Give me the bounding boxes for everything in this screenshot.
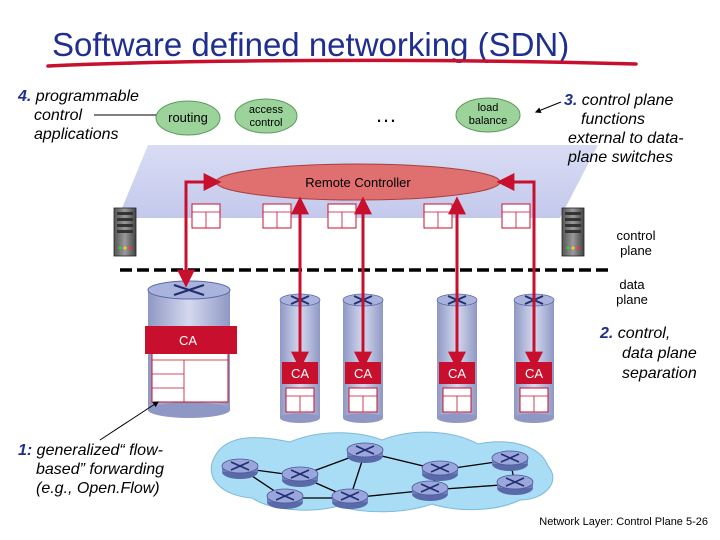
svg-text:CA: CA	[354, 366, 372, 381]
router-icon	[421, 460, 459, 482]
router-icon	[496, 474, 534, 496]
page-title: Software defined networking (SDN)	[52, 26, 569, 63]
svg-text:access: access	[249, 104, 284, 116]
svg-text:CA: CA	[525, 366, 543, 381]
router-icon	[221, 458, 259, 480]
server-left-icon	[113, 207, 137, 257]
data-plane-label-1: data	[619, 277, 645, 292]
svg-text:Remote Controller: Remote Controller	[305, 175, 411, 190]
annotation-1-line1: 1: generalized“ flow-	[18, 442, 163, 459]
annotation-3-line1: 3. control plane	[564, 92, 674, 109]
router-icon	[346, 442, 384, 464]
annotation-1-leader	[99, 401, 160, 441]
footer-page-info: Network Layer: Control Plane 5-26	[539, 516, 708, 528]
annotation-4-line3: applications	[34, 126, 119, 143]
switch-big	[147, 280, 231, 418]
app-ellipsis: …	[375, 102, 397, 127]
server-right-icon	[561, 207, 585, 257]
router-icon	[266, 488, 304, 510]
annotation-3-line2: functions	[581, 111, 645, 128]
controller-switch-arrows	[177, 173, 543, 370]
svg-text:CA: CA	[179, 333, 197, 348]
app-access-control: access control	[234, 98, 298, 134]
annotation-2-line2: data plane	[622, 345, 697, 362]
data-plane-label-2: plane	[616, 292, 648, 307]
app-load-balance: load balance	[455, 97, 521, 133]
router-icon	[491, 450, 529, 472]
annotation-4-line2: control	[34, 107, 82, 124]
title-underline	[46, 58, 638, 68]
network-cloud	[210, 431, 554, 513]
router-icon	[331, 488, 369, 510]
svg-text:load: load	[478, 102, 499, 114]
annotation-1-line3: (e.g., Open.Flow)	[36, 480, 160, 497]
svg-text:routing: routing	[168, 110, 208, 125]
svg-text:control: control	[249, 117, 282, 129]
annotation-4-line1: 4. programmable	[17, 88, 139, 105]
annotation-3-line3: external to data-	[568, 130, 684, 147]
control-plane-label-2: plane	[620, 243, 652, 258]
annotation-2-line1: 2. control,	[599, 325, 670, 342]
remote-controller: Remote Controller	[215, 163, 501, 201]
router-icon	[281, 466, 319, 488]
annotation-3-line4: plane switches	[567, 149, 673, 166]
svg-text:CA: CA	[448, 366, 466, 381]
annotation-3-leader	[534, 101, 562, 114]
ca-agent-big: CA	[145, 326, 237, 354]
svg-text:CA: CA	[291, 366, 309, 381]
svg-text:balance: balance	[469, 115, 508, 127]
router-icon	[411, 480, 449, 502]
control-plane-label-1: control	[616, 228, 655, 243]
annotation-2-line3: separation	[622, 365, 697, 382]
annotation-1-line2: based” forwarding	[36, 461, 164, 478]
app-routing: routing	[155, 100, 221, 136]
